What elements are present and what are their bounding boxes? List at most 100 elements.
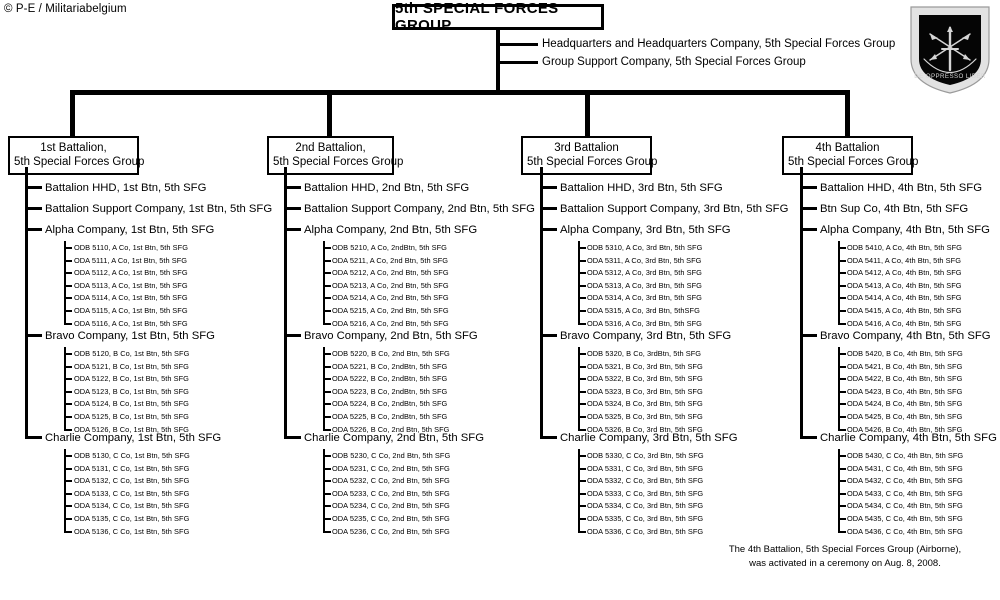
detachment-label[interactable]: ODA 5215, A Co, 2nd Btn, 5th SFG [332,306,449,315]
detachment-label[interactable]: ODA 5126, B Co, 1st Btn, 5th SFG [74,424,189,434]
detachment-label[interactable]: ODA 5226, B Co, 2nd Btn, 5th SFG [332,424,450,434]
detachment-label[interactable]: ODA 5133, C Co, 1st Btn, 5th SFG [74,488,190,498]
detachment-label[interactable]: ODA 5435, C Co, 4th Btn, 5th SFG [847,514,963,523]
detachment-label[interactable]: ODB 5220, B Co, 2nd Btn, 5th SFG [332,349,450,358]
detachment-label[interactable]: ODA 5425, B Co, 4th Btn, 5th SFG [847,412,963,421]
detachment-label[interactable]: ODA 5412, A Co, 4th Btn, 5th SFG [847,268,962,278]
detachment-label[interactable]: ODA 5422, B Co, 4th Btn, 5th SFG [847,374,963,384]
detachment-label[interactable]: ODA 5224, B Co, 2ndBtn, 5th SFG [332,399,448,409]
detachment-label[interactable]: ODA 5236, C Co, 2nd Btn, 5th SFG [332,526,450,536]
detachment-label[interactable]: ODA 5321, B Co, 3rd Btn, 5th SFG [587,361,703,371]
company-label[interactable]: Charlie Company, 3rd Btn, 5th SFG [560,432,738,444]
company-label[interactable]: Bravo Company, 3rd Btn, 5th SFG [560,330,732,342]
detachment-label[interactable]: ODA 5313, A Co, 3rd Btn, 5th SFG [587,280,702,290]
detachment-label[interactable]: ODA 5211, A Co, 2nd Btn, 5th SFG [332,255,449,265]
detachment-label[interactable]: ODA 5136, C Co, 1st Btn, 5th SFG [74,526,190,536]
detachment-label[interactable]: ODA 5336, C Co, 3rd Btn, 5th SFG [587,526,704,536]
detachment-label[interactable]: ODA 5331, C Co, 3rd Btn, 5th SFG [587,463,704,473]
detachment-label[interactable]: ODA 5125, B Co, 1st Btn, 5th SFG [74,412,189,421]
company-label[interactable]: Bravo Company, 2nd Btn, 5th SFG [304,330,478,342]
detachment-label[interactable]: ODA 5222, B Co, 2ndBtn, 5th SFG [332,374,448,384]
detachment-label[interactable]: ODA 5423, B Co, 4th Btn, 5th SFG [847,386,963,396]
detachment-label[interactable]: ODB 5420, B Co, 4th Btn, 5th SFG [847,349,963,358]
company-label[interactable]: Alpha Company, 4th Btn, 5th SFG [820,224,990,236]
detachment-label[interactable]: ODB 5230, C Co, 2nd Btn, 5th SFG [332,451,451,460]
detachment-label[interactable]: ODA 5426, B Co, 4th Btn, 5th SFG [847,424,963,434]
detachment-label[interactable]: ODA 5415, A Co, 4th Btn, 5th SFG [847,306,962,315]
company-label[interactable]: Bravo Company, 1st Btn, 5th SFG [45,330,215,342]
detachment-label[interactable]: ODA 5235, C Co, 2nd Btn, 5th SFG [332,514,450,523]
detachment-label[interactable]: ODA 5311, A Co, 3rd Btn, 5th SFG [587,255,702,265]
detachment-label[interactable]: ODA 5434, C Co, 4th Btn, 5th SFG [847,501,963,511]
detachment-label[interactable]: ODA 5436, C Co, 4th Btn, 5th SFG [847,526,963,536]
company-label[interactable]: Charlie Company, 1st Btn, 5th SFG [45,432,222,444]
detachment-label[interactable]: ODA 5112, A Co, 1st Btn, 5th SFG [74,268,188,278]
detachment-label[interactable]: ODA 5431, C Co, 4th Btn, 5th SFG [847,463,963,473]
company-label[interactable]: Charlie Company, 2nd Btn, 5th SFG [304,432,484,444]
detachment-label[interactable]: ODA 5132, C Co, 1st Btn, 5th SFG [74,476,190,486]
company-label[interactable]: Alpha Company, 1st Btn, 5th SFG [45,224,215,236]
detachment-label[interactable]: ODA 5124, B Co, 1st Btn, 5th SFG [74,399,189,409]
detachment-label[interactable]: ODA 5121, B Co, 1st Btn, 5th SFG [74,361,189,371]
detachment-label[interactable]: ODA 5315, A Co, 3rd Btn, 5thSFG [587,306,700,315]
detachment-label[interactable]: ODA 5433, C Co, 4th Btn, 5th SFG [847,488,963,498]
detachment-label[interactable]: ODA 5134, C Co, 1st Btn, 5th SFG [74,501,190,511]
detachment-label[interactable]: ODA 5332, C Co, 3rd Btn, 5th SFG [587,476,704,486]
detachment-label[interactable]: ODA 5414, A Co, 4th Btn, 5th SFG [847,293,962,303]
detachment-label[interactable]: ODA 5326, B Co, 3rd Btn, 5th SFG [587,424,703,434]
detachment-label[interactable]: ODA 5216, A Co, 2nd Btn, 5th SFG [332,318,449,328]
detachment-label[interactable]: ODA 5424, B Co, 4th Btn, 5th SFG [847,399,963,409]
detachment-label[interactable]: ODA 5324, B Co, 3rd Btn, 5th SFG [587,399,703,409]
detachment-label[interactable]: ODA 5432, C Co, 4th Btn, 5th SFG [847,476,963,486]
detachment-label[interactable]: ODB 5120, B Co, 1st Btn, 5th SFG [74,349,190,358]
detachment-label[interactable]: ODA 5113, A Co, 1st Btn, 5th SFG [74,280,188,290]
detachment-label[interactable]: ODA 5225, B Co, 2ndBtn, 5th SFG [332,412,448,421]
detachment-label[interactable]: ODA 5335, C Co, 3rd Btn, 5th SFG [587,514,704,523]
detachment-label[interactable]: ODA 5223, B Co, 2ndBtn, 5th SFG [332,386,448,396]
detachment-label[interactable]: ODB 5130, C Co, 1st Btn, 5th SFG [74,451,190,460]
detachment-label[interactable]: ODA 5411, A Co, 4th Btn, 5th SFG [847,255,962,265]
detachment-label[interactable]: ODA 5314, A Co, 3rd Btn, 5th SFG [587,293,702,303]
detachment-label[interactable]: ODA 5323, B Co, 3rd Btn, 5th SFG [587,386,703,396]
detachment-label[interactable]: ODA 5233, C Co, 2nd Btn, 5th SFG [332,488,450,498]
detachment-label[interactable]: ODA 5135, C Co, 1st Btn, 5th SFG [74,514,190,523]
detachment-label[interactable]: ODA 5213, A Co, 2nd Btn, 5th SFG [332,280,449,290]
detachment-label[interactable]: ODB 5310, A Co, 3rd Btn, 5th SFG [587,243,703,252]
detachment-label[interactable]: ODA 5221, B Co, 2ndBtn, 5th SFG [332,361,448,371]
detachment-label[interactable]: ODB 5410, A Co, 4th Btn, 5th SFG [847,243,962,252]
detachment-label[interactable]: ODA 5234, C Co, 2nd Btn, 5th SFG [332,501,450,511]
detachment-label[interactable]: ODA 5231, C Co, 2nd Btn, 5th SFG [332,463,450,473]
detachment-label[interactable]: ODA 5232, C Co, 2nd Btn, 5th SFG [332,476,450,486]
company-label[interactable]: Charlie Company, 4th Btn, 5th SFG [820,432,997,444]
detachment-label[interactable]: ODA 5123, B Co, 1st Btn, 5th SFG [74,386,189,396]
detachment-label[interactable]: ODA 5122, B Co, 1st Btn, 5th SFG [74,374,189,384]
detachment-label[interactable]: ODA 5325, B Co, 3rd Btn, 5th SFG [587,412,703,421]
detachment-label[interactable]: ODA 5334, C Co, 3rd Btn, 5th SFG [587,501,704,511]
detachment-label[interactable]: ODA 5413, A Co, 4th Btn, 5th SFG [847,280,962,290]
company-label[interactable]: Bravo Company, 4th Btn, 5th SFG [820,330,991,342]
company-label[interactable]: Alpha Company, 2nd Btn, 5th SFG [304,224,478,236]
company-label[interactable]: Alpha Company, 3rd Btn, 5th SFG [560,224,731,236]
detachment-label[interactable]: ODB 5430, C Co, 4th Btn, 5th SFG [847,451,964,460]
battalion-box[interactable]: 2nd Battalion,5th Special Forces Group [267,136,403,176]
detachment-label[interactable]: ODA 5115, A Co, 1st Btn, 5th SFG [74,306,188,315]
detachment-label[interactable]: ODA 5322, B Co, 3rd Btn, 5th SFG [587,374,703,384]
detachment-label[interactable]: ODA 5316, A Co, 3rd Btn, 5th SFG [587,318,702,328]
detachment-label[interactable]: ODA 5416, A Co, 4th Btn, 5th SFG [847,318,962,328]
detachment-label[interactable]: ODA 5212, A Co, 2nd Btn, 5th SFG [332,268,449,278]
detachment-label[interactable]: ODB 5330, C Co, 3rd Btn, 5th SFG [587,451,704,460]
detachment-label[interactable]: ODA 5333, C Co, 3rd Btn, 5th SFG [587,488,704,498]
detachment-label[interactable]: ODA 5214, A Co, 2nd Btn, 5th SFG [332,293,449,303]
detachment-label[interactable]: ODA 5114, A Co, 1st Btn, 5th SFG [74,293,188,303]
detachment-label[interactable]: ODB 5210, A Co, 2ndBtn, 5th SFG [332,243,447,252]
detachment-label[interactable]: ODA 5131, C Co, 1st Btn, 5th SFG [74,463,190,473]
detachment-label[interactable]: ODA 5421, B Co, 4th Btn, 5th SFG [847,361,963,371]
detachment-label[interactable]: ODA 5111, A Co, 1st Btn, 5th SFG [74,255,188,265]
detachment-label[interactable]: ODB 5110, A Co, 1st Btn, 5th SFG [74,243,189,252]
battalion-box[interactable]: 1st Battalion,5th Special Forces Group [8,136,144,176]
detachment-label[interactable]: ODA 5312, A Co, 3rd Btn, 5th SFG [587,268,702,278]
detachment-label[interactable]: ODB 5320, B Co, 3rdBtn, 5th SFG [587,349,702,358]
detachment-label[interactable]: ODA 5116, A Co, 1st Btn, 5th SFG [74,318,188,328]
